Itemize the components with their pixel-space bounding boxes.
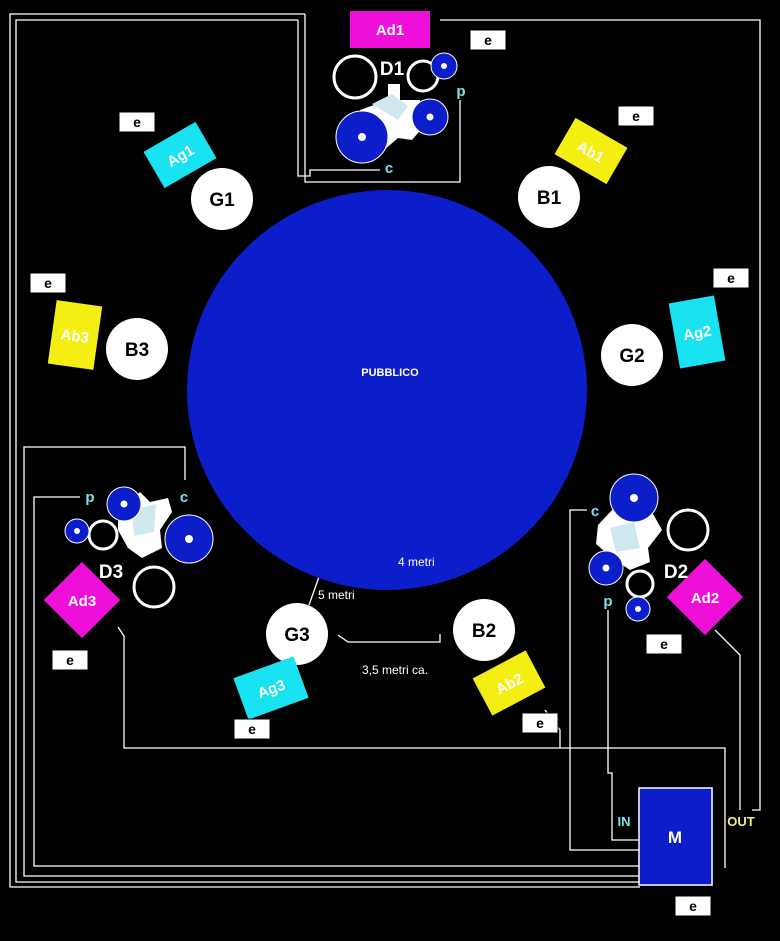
svg-text:e: e xyxy=(44,275,52,291)
svg-text:e: e xyxy=(484,32,492,48)
e-box: e xyxy=(233,718,271,740)
speaker-label: B2 xyxy=(472,621,496,642)
amp-label: Ad3 xyxy=(68,593,96,610)
e-box: e xyxy=(617,105,655,127)
speaker-b1: B1 xyxy=(518,166,580,228)
speaker-g1: G1 xyxy=(191,168,253,230)
distance-label-5m: 5 metri xyxy=(318,588,355,602)
speaker-label: B1 xyxy=(537,188,562,209)
drum-label: D3 xyxy=(99,562,123,583)
drum-label: D1 xyxy=(380,59,405,80)
speaker-g3: G3 xyxy=(266,603,328,665)
amp-ag3: Ag3 xyxy=(233,656,309,720)
distance-label-4m: 4 metri xyxy=(398,555,435,569)
e-box: e xyxy=(712,267,750,289)
amp-label: Ad2 xyxy=(691,590,719,607)
svg-text:e: e xyxy=(689,898,697,914)
e-box: e xyxy=(521,712,559,734)
cable-wire xyxy=(569,509,640,851)
svg-text:e: e xyxy=(248,721,256,737)
speaker-b2: B2 xyxy=(453,599,515,661)
letter-c: c xyxy=(180,489,188,506)
cable-wire xyxy=(15,19,640,883)
amp-ag2: Ag2 xyxy=(668,295,726,369)
amp-ag1: Ag1 xyxy=(143,121,217,189)
amp-label: Ad1 xyxy=(376,22,404,39)
cable-wire xyxy=(304,14,461,183)
e-box: e xyxy=(674,895,712,917)
svg-text:e: e xyxy=(66,652,74,668)
speaker-label: G2 xyxy=(619,346,644,367)
distance-label-3-5m: 3,5 metri ca. xyxy=(362,663,428,677)
audience-label: PUBBLICO xyxy=(361,367,419,379)
distance-line-3-5m xyxy=(337,634,441,643)
letter-p: p xyxy=(456,83,465,100)
speaker-b3: B3 xyxy=(106,318,168,380)
cable-wire xyxy=(23,446,640,877)
e-box: e xyxy=(645,633,683,655)
speaker-label: G3 xyxy=(284,625,309,646)
cable-wire xyxy=(440,19,761,811)
mixer-in-label: IN xyxy=(618,814,631,829)
amp-label: Ab3 xyxy=(60,326,90,347)
mixer-label: M xyxy=(668,828,682,847)
svg-text:e: e xyxy=(536,715,544,731)
letter-p: p xyxy=(85,489,94,506)
amp-label: Ag2 xyxy=(682,323,713,345)
cable-wire xyxy=(297,20,380,177)
amp-ad3: Ad3 xyxy=(43,561,121,639)
mixer: M IN OUT xyxy=(618,787,755,886)
speaker-g2: G2 xyxy=(601,324,663,386)
amp-ab2: Ab2 xyxy=(472,650,546,716)
letter-p: p xyxy=(603,593,612,610)
svg-text:e: e xyxy=(632,108,640,124)
letter-c: c xyxy=(591,503,599,520)
amp-ad2: Ad2 xyxy=(666,558,744,636)
e-box: e xyxy=(51,649,89,671)
e-box: e xyxy=(29,272,67,294)
drum-label: D2 xyxy=(664,562,688,583)
amp-ab3: Ab3 xyxy=(47,300,103,370)
amp-ab1: Ab1 xyxy=(554,117,628,185)
cable-wire xyxy=(117,626,726,868)
speaker-label: B3 xyxy=(125,340,149,361)
drum-kit-d2: D2 c p xyxy=(588,473,710,622)
svg-text:e: e xyxy=(727,270,735,286)
amp-ad1: Ad1 xyxy=(350,11,430,48)
mixer-out-label: OUT xyxy=(727,814,755,829)
e-boxes: e e e e e e e e e e xyxy=(29,29,750,917)
cable-wire xyxy=(607,610,640,841)
letter-c: c xyxy=(385,160,393,177)
speaker-label: G1 xyxy=(209,190,235,211)
audience-circle xyxy=(187,190,587,590)
drum-kit-d3: D3 p c xyxy=(64,486,214,609)
cable-wire xyxy=(9,13,640,888)
svg-text:e: e xyxy=(133,114,141,130)
cable-wire xyxy=(33,496,640,867)
e-box: e xyxy=(469,29,507,51)
drum-kit-d1: D1 p c xyxy=(332,52,466,177)
e-box: e xyxy=(118,111,156,133)
svg-text:e: e xyxy=(660,636,668,652)
cable-wire xyxy=(714,629,741,810)
